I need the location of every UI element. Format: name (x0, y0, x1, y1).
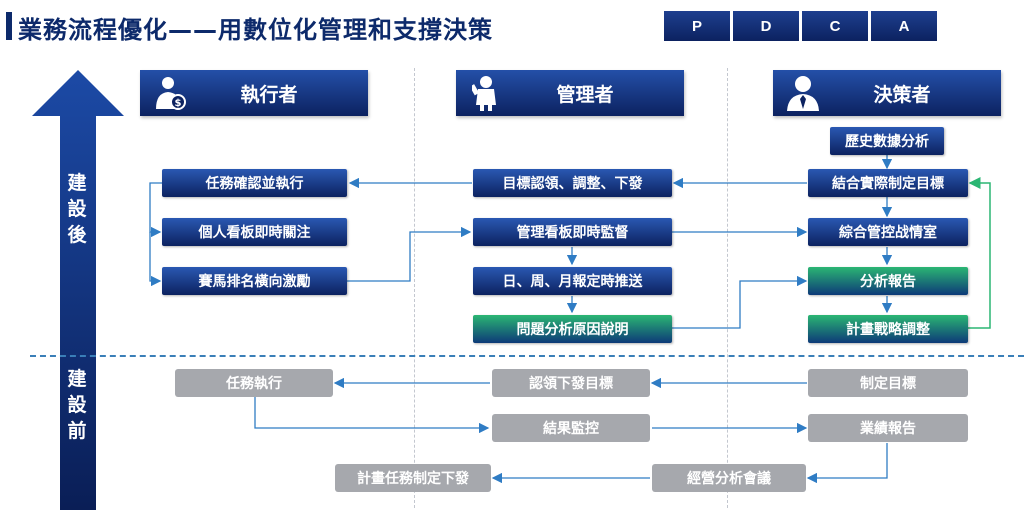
title-accent-bar (6, 12, 12, 40)
column-divider (414, 68, 415, 508)
mgr-claim-goals: 目標認領、調整、下發 (473, 169, 672, 197)
mgr-problem-analysis: 問題分析原因說明 (473, 315, 672, 343)
manager-person-icon (456, 70, 516, 116)
dec-analysis-report: 分析報告 (808, 267, 968, 295)
exec-ranking: 賽馬排名橫向激勵 (162, 267, 347, 295)
pdca-d: D (733, 11, 799, 41)
exec-personal-board: 個人看板即時關注 (162, 218, 347, 246)
exec-confirm-task: 任務確認並執行 (162, 169, 347, 197)
role-executor: $ 執行者 (140, 70, 368, 116)
before-plan-task: 計畫任務制定下發 (335, 464, 491, 492)
progress-arrow-icon (32, 70, 124, 510)
after-label: 建設後 (67, 172, 87, 246)
pdca-p: P (664, 11, 730, 41)
before-after-separator (30, 355, 1024, 357)
businessman-icon (773, 70, 833, 116)
column-divider (727, 68, 728, 508)
pdca-c: C (802, 11, 868, 41)
dec-set-goals: 結合實際制定目標 (808, 169, 968, 197)
pdca-a: A (871, 11, 937, 41)
before-dec-goals: 制定目標 (808, 369, 968, 397)
dec-strategy-adjust: 計畫戰略調整 (808, 315, 968, 343)
dec-war-room: 綜合管控战情室 (808, 218, 968, 246)
mgr-monitor-board: 管理看板即時監督 (473, 218, 672, 246)
pdca-strip: P D C A (664, 11, 937, 41)
before-dec-meeting: 經營分析會議 (652, 464, 806, 492)
role-decision-maker-label: 決策者 (873, 83, 931, 106)
dec-history-analysis: 歷史數據分析 (830, 127, 944, 155)
before-exec-task: 任務執行 (175, 369, 333, 397)
before-label: 建設前 (67, 368, 87, 442)
role-manager: 管理者 (456, 70, 684, 116)
role-decision-maker: 決策者 (773, 70, 1001, 116)
before-mgr-claim: 認領下發目標 (492, 369, 650, 397)
mgr-report-push: 日、周、月報定時推送 (473, 267, 672, 295)
svg-text:$: $ (175, 98, 182, 109)
before-dec-report: 業績報告 (808, 414, 968, 442)
person-money-icon: $ (140, 70, 200, 116)
role-manager-label: 管理者 (556, 83, 614, 106)
page-title: 業務流程優化——用數位化管理和支撐決策 (18, 16, 493, 44)
role-executor-label: 執行者 (240, 83, 298, 106)
before-mgr-monitor: 結果監控 (492, 414, 650, 442)
